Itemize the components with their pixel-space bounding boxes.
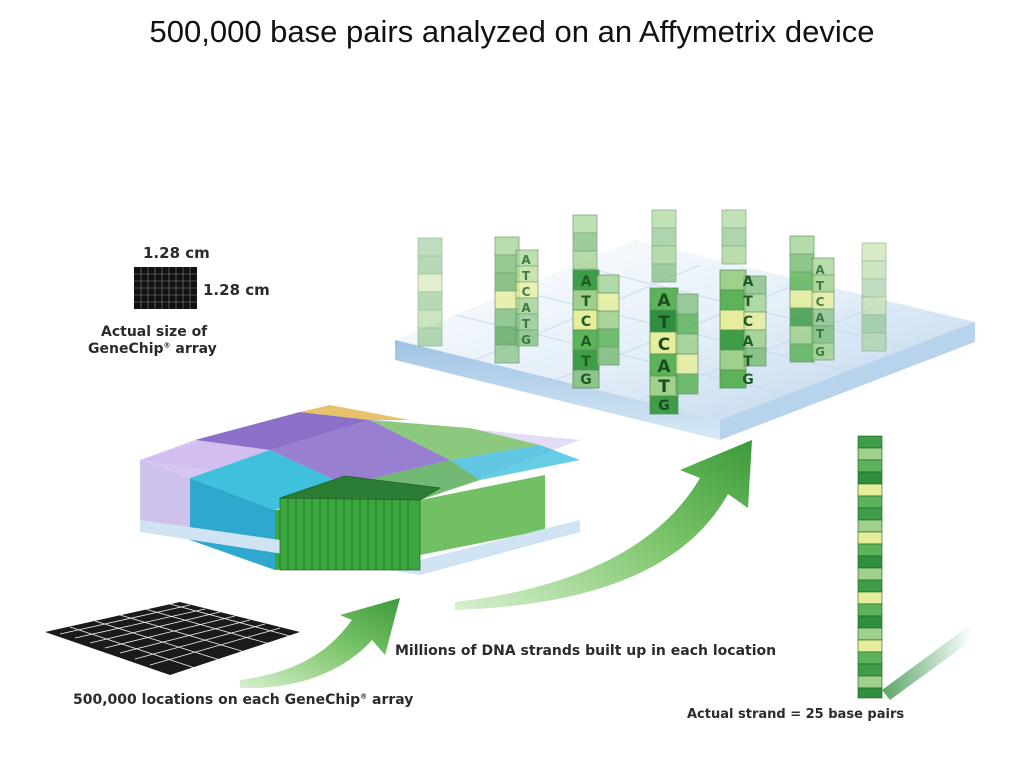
curved-arrow-small [240,598,400,689]
dna-column-4c [675,293,699,395]
locations-text: 500,000 locations on each GeneChip [73,692,361,708]
dna-column-7 [861,242,887,352]
actual-strand [857,435,883,699]
svg-text:C: C [581,314,591,330]
svg-text:T: T [581,294,591,310]
strand-length-label: Actual strand = 25 base pairs [687,707,905,722]
dna-columns [417,209,887,415]
dna-column-2 [494,236,520,364]
letter-g: G [658,398,670,414]
dna-column-2b [515,249,539,347]
svg-text:T: T [816,279,825,293]
curved-arrow-large [455,440,752,610]
chip-caption-line2: GeneChip® array [88,341,217,357]
chip-caption-text: GeneChip [88,341,164,357]
slide-title: 500,000 base pairs analyzed on an Affyme… [149,14,875,49]
svg-text:G: G [742,372,754,388]
letter-c: C [658,335,670,355]
dna-column-6b [811,257,835,361]
svg-text:A: A [521,253,531,267]
locations-grid [45,602,300,675]
dna-column-4 [651,209,677,283]
sequence-letters-col2: A T C A T G [521,253,531,347]
dna-column-5b [719,269,747,389]
chip-caption-suffix: array [170,341,217,357]
dna-column-3 [572,214,598,270]
dna-column-6 [789,235,815,363]
chip-caption-line1: Actual size of [101,324,208,340]
letter-t: T [658,313,670,333]
svg-text:G: G [815,345,825,359]
sequence-letters-col5: A T C A T G [742,274,754,388]
array-closeup [140,405,580,575]
svg-text:T: T [816,327,825,341]
dna-column-1 [417,237,443,347]
svg-text:T: T [522,269,531,283]
strand-cylinders [279,475,442,571]
svg-text:A: A [743,334,754,350]
dna-column-5c [743,275,767,367]
svg-text:A: A [815,263,825,277]
locations-suffix: array [367,692,414,708]
chip-width-label: 1.28 cm [143,244,210,262]
svg-text:G: G [521,333,531,347]
letter-t2: T [658,377,670,397]
sequence-letters-col3: A T C A T G [580,274,592,388]
letter-a2: A [657,357,671,377]
dna-column-5 [721,209,747,265]
svg-text:A: A [581,274,592,290]
registered-mark: ® [163,341,171,350]
dna-column-4b [649,287,679,415]
strands-label: Millions of DNA strands built up in each… [395,643,777,659]
sequence-letters-front: A T C A T G [657,291,671,414]
svg-text:A: A [521,301,531,315]
svg-text:T: T [522,317,531,331]
svg-text:G: G [580,372,592,388]
registered-mark-2: ® [360,692,368,701]
actual-size-chip [134,267,197,309]
svg-text:A: A [743,274,754,290]
svg-text:C: C [816,295,825,309]
locations-label: 500,000 locations on each GeneChip® arra… [73,692,413,708]
svg-text:T: T [743,354,753,370]
strand-shadow [882,625,972,700]
sequence-letters-col6: A T C A T G [815,263,825,359]
chip-height-label: 1.28 cm [203,281,270,299]
svg-text:A: A [581,334,592,350]
svg-text:T: T [581,354,591,370]
svg-text:C: C [743,314,753,330]
svg-text:C: C [522,285,531,299]
dna-column-3b [572,269,600,389]
svg-text:T: T [743,294,753,310]
dna-column-3c [596,274,620,366]
svg-text:A: A [815,311,825,325]
letter-a: A [657,291,671,311]
